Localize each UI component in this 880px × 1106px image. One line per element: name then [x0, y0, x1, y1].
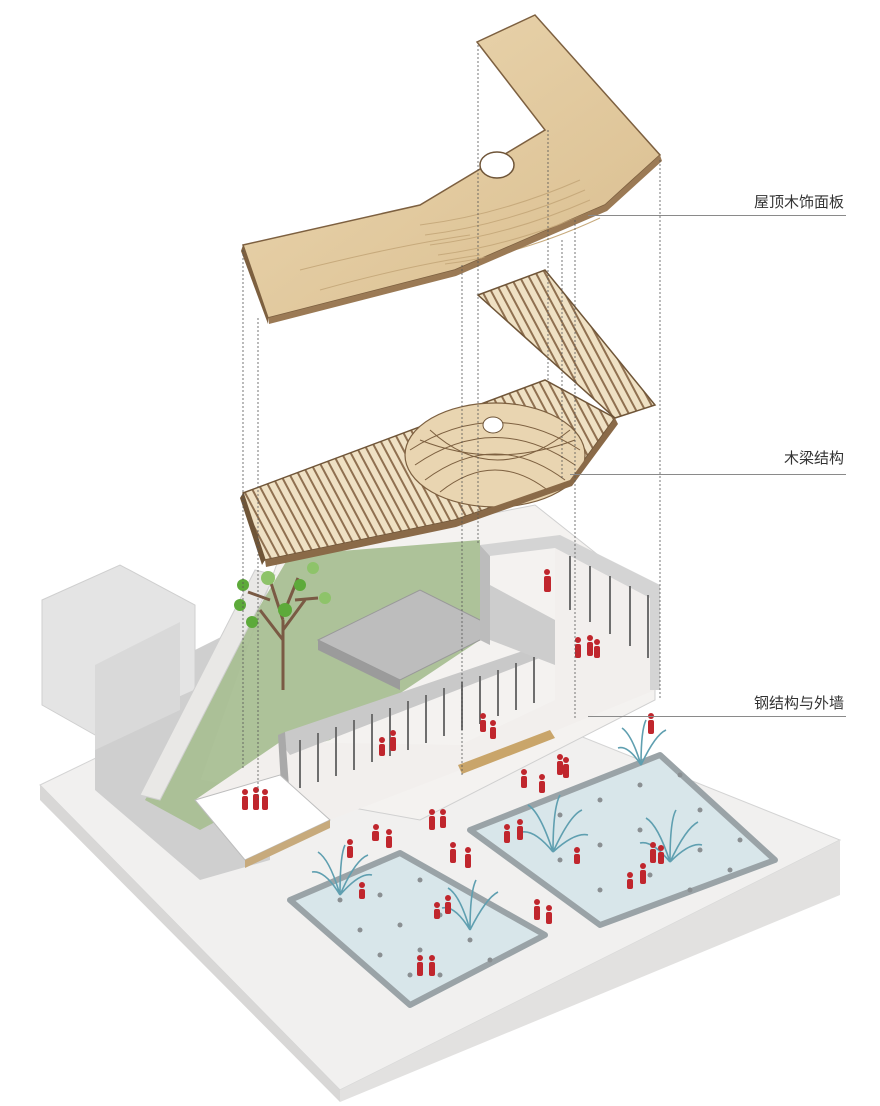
skylight-opening — [482, 416, 504, 434]
timber-beam-leader-line — [570, 474, 846, 475]
roof-timber-panel — [241, 14, 662, 324]
roof-panel-label: 屋顶木饰面板 — [753, 193, 844, 211]
skylight-opening — [479, 151, 515, 179]
steel-structure-walls — [194, 535, 660, 868]
timber-beam-structure — [240, 269, 657, 567]
roof-panel-leader-line — [588, 215, 846, 216]
timber-beam-label: 木梁结构 — [783, 449, 844, 467]
neighbor-buildings — [41, 564, 196, 750]
steel-wall-leader-line — [588, 716, 846, 717]
person-icon — [242, 569, 664, 976]
wood-bench — [458, 730, 555, 774]
fountain-plaza-left — [287, 850, 548, 1008]
projection-lines — [242, 45, 661, 800]
fountain-icon — [311, 719, 703, 931]
ramp — [139, 569, 276, 801]
steel-wall-label: 钢结构与外墙 — [753, 694, 844, 712]
fountain-plaza-right — [467, 752, 778, 928]
